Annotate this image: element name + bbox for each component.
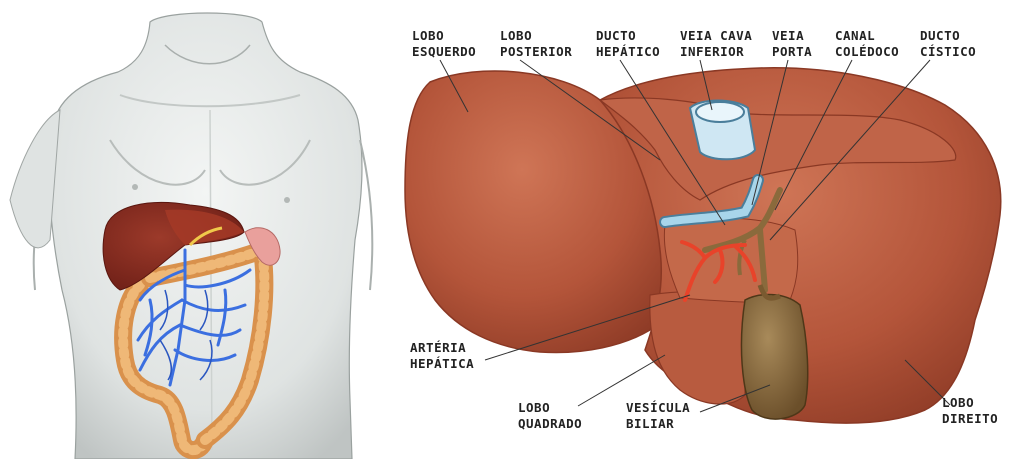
liver-illustration (405, 68, 1001, 423)
torso-illustration (10, 13, 372, 459)
